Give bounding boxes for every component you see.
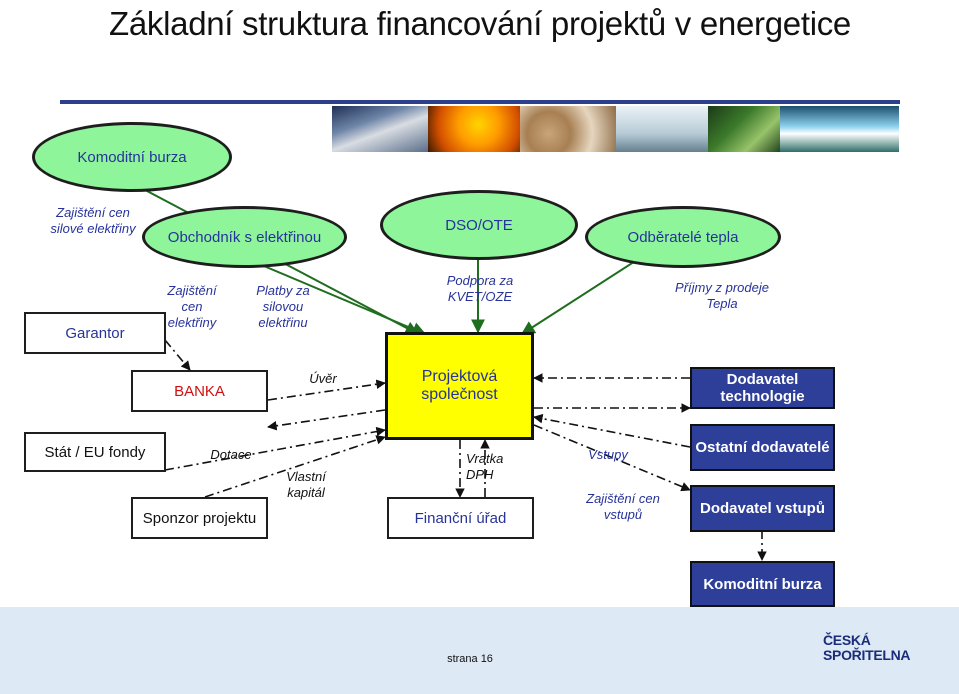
wind-turbine-photo [616,106,708,152]
link-garantor-banka [164,339,191,371]
link-projekt-vstupy [533,424,691,492]
node-projektova-spolecnost[interactable]: Projektová společnost [385,332,534,440]
node-banka[interactable]: BANKA [131,370,268,412]
label-prijmy: Příjmy z prodeje Tepla [675,280,769,311]
label-zajisteni-cen: Zajištění cen elektřiny [167,283,217,330]
node-obchodnik[interactable]: Obchodník s elektřinou [142,206,347,268]
link-obchodnik-projekt [244,257,427,336]
link-projekt-banka [267,409,386,431]
node-dodavatel-vstupu[interactable]: Dodavatel vstupů [690,485,835,532]
node-garantor[interactable]: Garantor [24,312,166,354]
link-odberatele-projekt [520,257,641,335]
label-vratka-dph: Vratka DPH [466,451,504,482]
node-odberatele-tepla[interactable]: Odběratelé tepla [585,206,781,268]
power-pylon-photo [428,106,520,152]
label-vstupy: Vstupy [588,447,628,462]
node-komoditni-burza-bottom[interactable]: Komoditní burza [690,561,835,607]
page-number: strana 16 [447,653,493,665]
logo-line-2: SPOŘITELNA [823,647,911,663]
node-sponzor-projektu[interactable]: Sponzor projektu [131,497,268,539]
link-ostatni-projekt [533,413,691,448]
link-banka-projekt [267,379,386,401]
label-uver: Úvěr [309,371,337,386]
label-podpora: Podpora za KVET/OZE [446,273,514,304]
node-dso-ote[interactable]: DSO/OTE [380,190,578,260]
node-stat-eu-fondy[interactable]: Stát / EU fondy [24,432,166,472]
ceska-sporitelna-logo: ČESKÁ SPOŘITELNA [823,632,911,663]
page-title: Základní struktura financování projektů … [109,5,851,42]
title-divider [60,100,900,104]
waterfall-photo [780,106,899,152]
label-platby: Platby za silovou elektřinu [256,283,310,330]
label-dotace: Dotace [210,447,252,462]
logo-line-1: ČESKÁ [823,632,871,648]
footer-band [0,607,959,694]
node-dodavatel-technologie[interactable]: Dodavatel technologie [690,367,835,409]
label-zajisteni-vstupu: Zajištění cen vstupů [586,491,660,522]
coal-photo [520,106,616,152]
link-sponzor-projekt [204,435,386,498]
forest-photo [708,106,780,152]
node-komoditni-burza-top[interactable]: Komoditní burza [32,122,232,192]
node-financni-urad[interactable]: Finanční úřad [387,497,534,539]
link-stat-projekt [164,426,386,471]
solar-panel-photo [332,106,428,152]
node-ostatni-dodavatele[interactable]: Ostatní dodavatelé [690,424,835,471]
label-vlastni-kapital: Vlastní kapitál [286,469,326,500]
label-zajisteni-silove: Zajištění cen silové elektřiny [50,205,136,236]
photo-strip [332,106,899,152]
